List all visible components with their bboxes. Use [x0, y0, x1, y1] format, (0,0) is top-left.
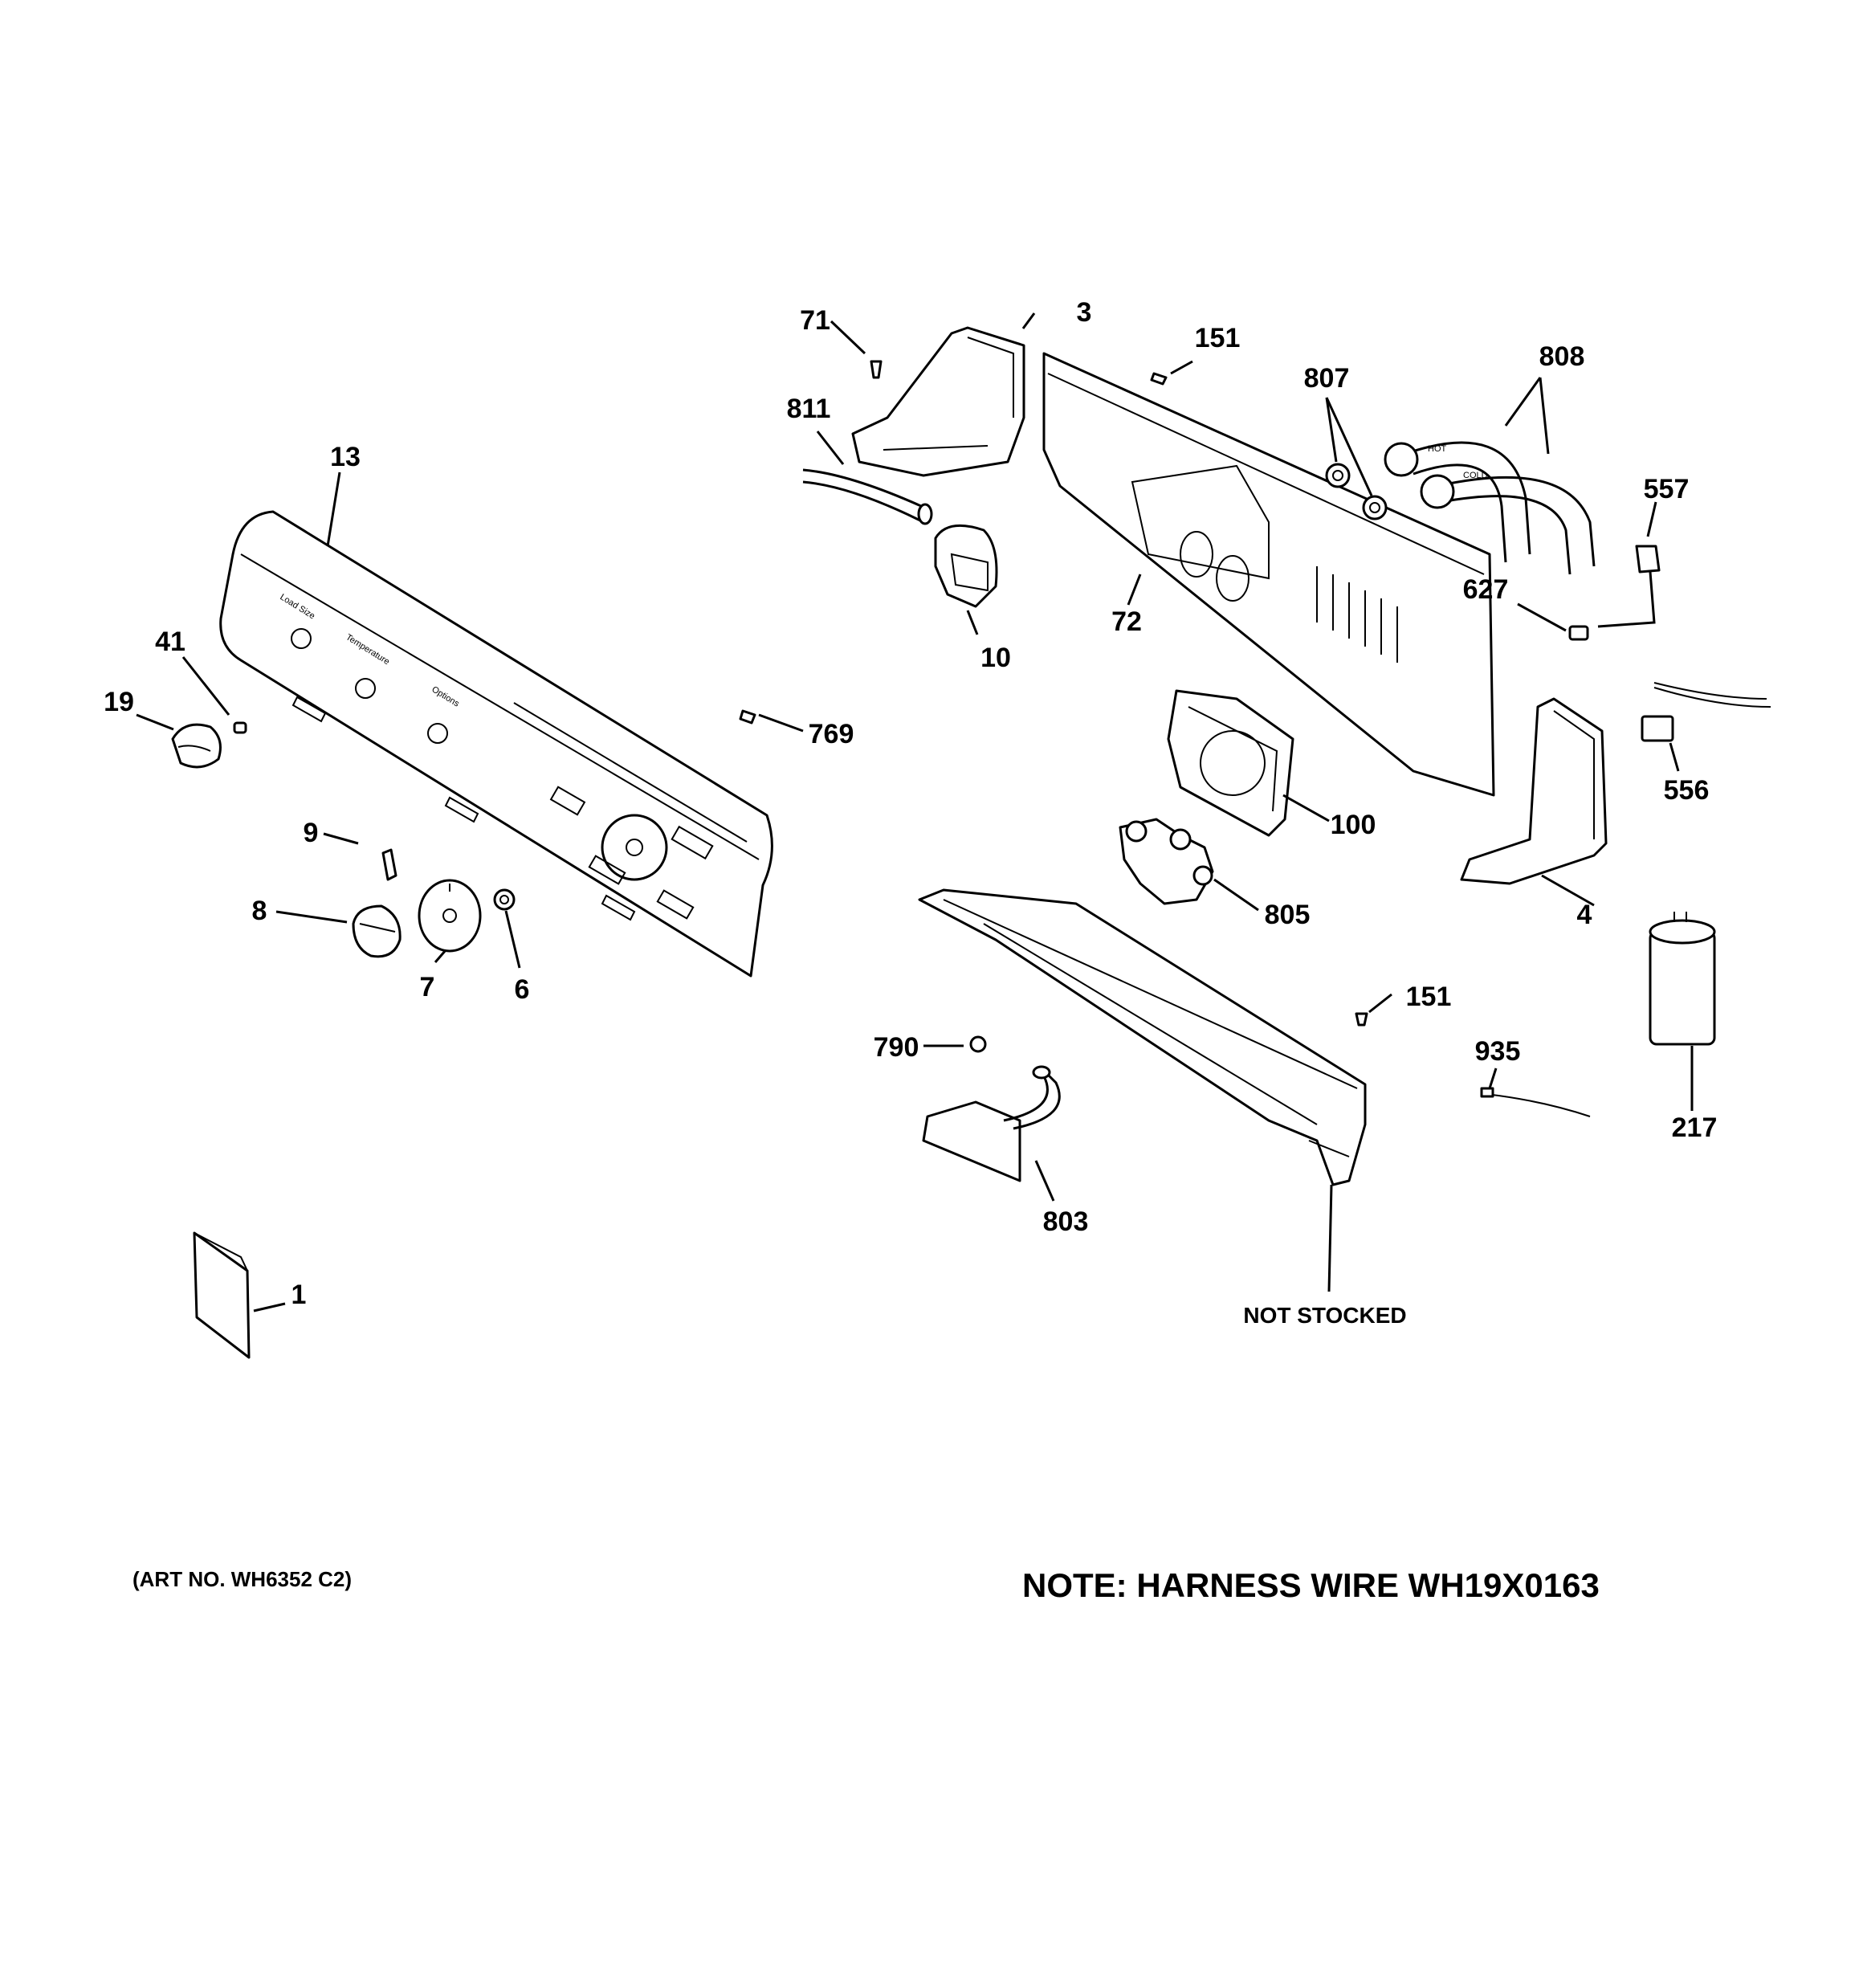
callout-803: 803	[1043, 1206, 1089, 1237]
hoses-808: HOT COLD	[1384, 441, 1596, 575]
drain-hose-803	[922, 1065, 1061, 1182]
screw-151-upper	[1150, 372, 1168, 386]
literature-1	[193, 1231, 251, 1359]
callout-7: 7	[420, 972, 435, 1002]
callout-41: 41	[155, 627, 185, 657]
end-cap-4	[1460, 697, 1608, 885]
mounting-bracket-not-stocked	[918, 888, 1367, 1186]
pressure-switch-10	[934, 524, 998, 608]
control-panel-13: Load Size Temperature Options	[219, 510, 773, 978]
not-stocked-label: NOT STOCKED	[1243, 1303, 1406, 1328]
knob-8	[352, 904, 402, 958]
clamp-790	[969, 1035, 987, 1053]
callout-8: 8	[252, 896, 267, 926]
wire-935	[1480, 1087, 1591, 1117]
callout-805: 805	[1265, 900, 1311, 930]
callout-3: 3	[1077, 297, 1092, 328]
callout-807: 807	[1304, 363, 1350, 394]
callout-labels: 13 41 19 769 9 8 7 6 1 71 3 811 10 72 15…	[104, 297, 1717, 1310]
water-valve-805	[1119, 818, 1214, 905]
callout-9: 9	[304, 818, 319, 848]
screw-151-lower	[1355, 1012, 1368, 1027]
callout-627: 627	[1463, 574, 1509, 605]
callout-557: 557	[1644, 474, 1690, 504]
harness-note: NOTE: HARNESS WIRE WH19X0163	[1022, 1566, 1600, 1604]
capacitor-217	[1649, 912, 1716, 1046]
washers-807	[1325, 463, 1388, 520]
timer-100	[1167, 689, 1294, 837]
callout-151-upper: 151	[1195, 323, 1241, 353]
art-number: (ART NO. WH6352 C2)	[132, 1567, 352, 1591]
clip-9	[381, 848, 397, 881]
callout-217: 217	[1672, 1112, 1718, 1143]
callout-151-lower: 151	[1406, 982, 1452, 1012]
screw-41	[233, 721, 247, 734]
screw-71	[870, 360, 883, 379]
screw-769	[739, 709, 756, 725]
callout-1: 1	[291, 1280, 307, 1310]
end-cap-3	[851, 326, 1025, 477]
callout-811: 811	[787, 394, 831, 424]
harness-556	[1641, 682, 1771, 742]
callout-6: 6	[515, 974, 530, 1005]
callout-100: 100	[1331, 810, 1376, 840]
nut-6	[493, 888, 516, 911]
backsplash-72	[1042, 352, 1495, 797]
knob-19	[171, 723, 222, 769]
hose-811	[802, 468, 933, 525]
power-cord-557	[1597, 545, 1661, 628]
callout-72: 72	[1111, 606, 1142, 637]
hose-hot-text: HOT	[1428, 444, 1447, 454]
callout-769: 769	[809, 719, 854, 749]
callout-808: 808	[1539, 341, 1585, 372]
hose-cold-text: COLD	[1463, 471, 1488, 480]
callout-19: 19	[104, 687, 134, 717]
callout-13: 13	[330, 442, 361, 472]
callout-790: 790	[874, 1032, 919, 1063]
callout-10: 10	[980, 643, 1011, 673]
dial-7	[418, 879, 482, 953]
callout-556: 556	[1664, 775, 1710, 806]
callout-4: 4	[1577, 900, 1592, 930]
leader-lines	[136, 312, 1694, 1312]
callout-935: 935	[1475, 1036, 1521, 1067]
clip-627	[1568, 625, 1589, 641]
callout-71: 71	[800, 305, 830, 336]
